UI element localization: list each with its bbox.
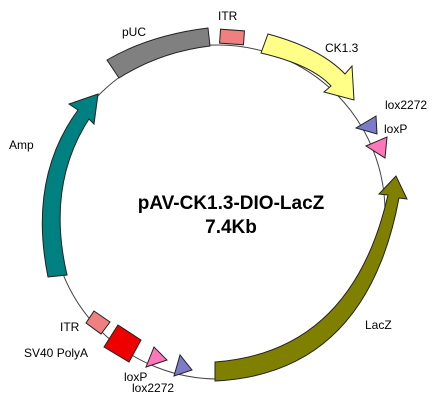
- lacz-arrow: [214, 175, 408, 382]
- plasmid-size: 7.4Kb: [205, 217, 257, 238]
- loxp-right-label: loxP: [384, 122, 407, 136]
- ck13-label: CK1.3: [325, 41, 359, 55]
- loxp-right-triangle: [364, 136, 388, 159]
- sv40-polya-label: SV40 PolyA: [24, 346, 88, 360]
- amp-arrow: [41, 93, 99, 278]
- lox2272-right-label: lox2272: [385, 98, 427, 112]
- lacz-label: LacZ: [365, 318, 392, 332]
- sv40-polya-box: [103, 324, 142, 363]
- itr-bottom-box: [85, 310, 111, 335]
- loxp-left-triangle: [145, 346, 168, 368]
- puc-label: pUC: [122, 25, 146, 39]
- lox2272-left-triangle: [173, 353, 193, 377]
- lox2272-left-label: lox2272: [132, 381, 174, 395]
- ck13-arrow: [260, 33, 355, 101]
- plasmid-name: pAV-CK1.3-DIO-LacZ: [138, 193, 325, 214]
- itr-top-label: ITR: [218, 9, 238, 23]
- loxp-left-label: loxP: [124, 370, 147, 384]
- puc-box: [106, 27, 211, 79]
- lox2272-right-triangle: [354, 115, 378, 135]
- itr-top-box: [219, 28, 245, 46]
- amp-label: Amp: [9, 138, 34, 152]
- itr-bottom-label: ITR: [60, 320, 80, 334]
